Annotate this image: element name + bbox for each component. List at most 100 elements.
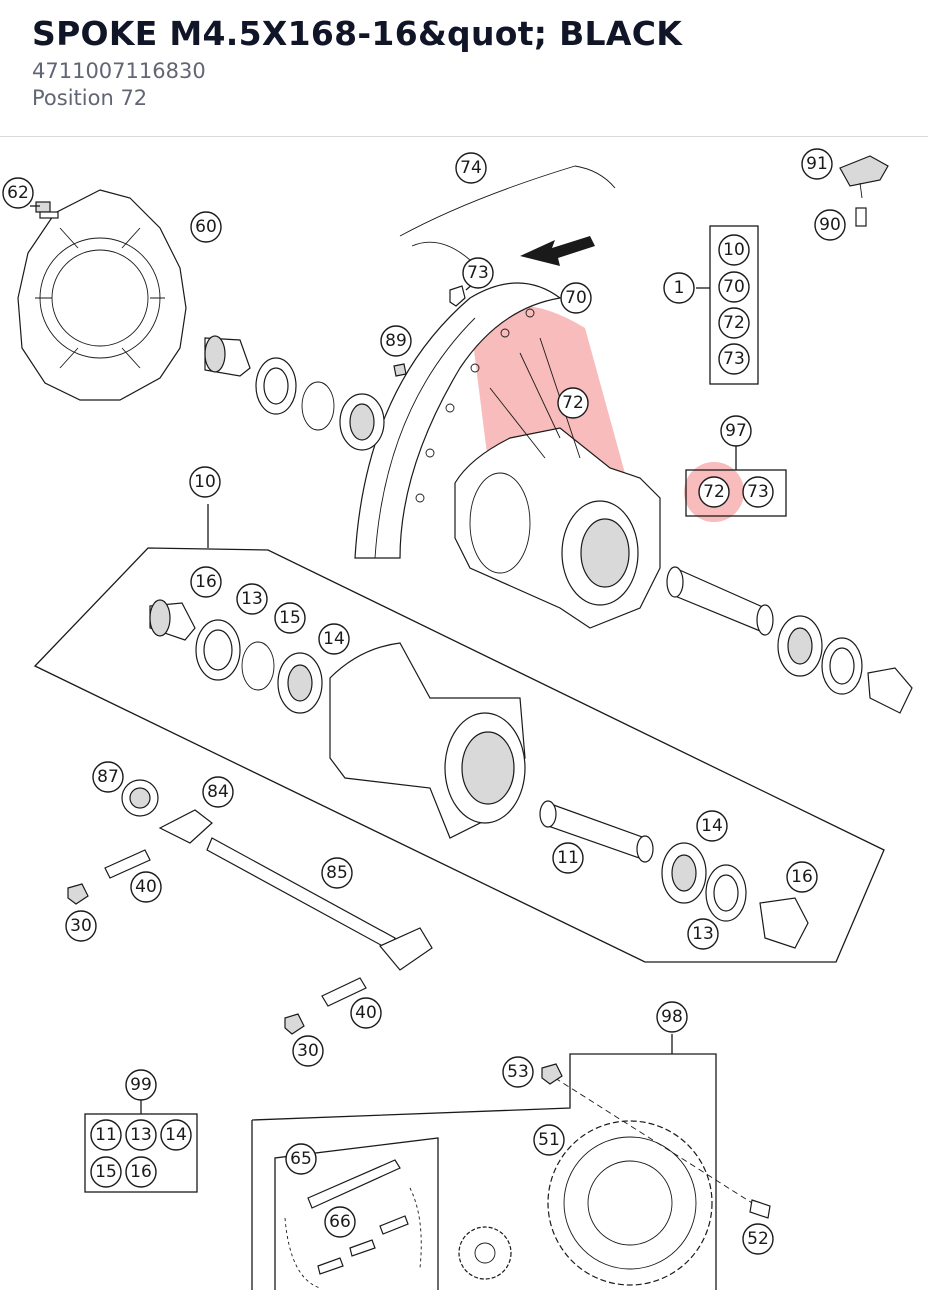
part-position: Position 72: [32, 86, 148, 110]
svg-text:72: 72: [562, 393, 584, 413]
valve-parts: [839, 155, 889, 227]
callout-66[interactable]: 66: [324, 1206, 356, 1238]
lower-hub-parts: [149, 599, 809, 949]
callout-99[interactable]: 99: [125, 1069, 157, 1101]
svg-text:90: 90: [819, 215, 841, 235]
svg-text:15: 15: [279, 608, 301, 628]
svg-text:99: 99: [130, 1075, 152, 1095]
svg-text:11: 11: [557, 848, 579, 868]
callout-53[interactable]: 53: [502, 1056, 534, 1088]
svg-text:60: 60: [195, 217, 217, 237]
svg-text:40: 40: [135, 877, 157, 897]
svg-text:98: 98: [661, 1007, 683, 1027]
callout-14-lower[interactable]: 14: [696, 810, 728, 842]
callout-30-lower[interactable]: 30: [292, 1035, 324, 1067]
callout-73[interactable]: 73: [462, 257, 494, 289]
svg-text:11: 11: [95, 1125, 117, 1145]
callout-kit-16[interactable]: 16: [125, 1156, 157, 1188]
callout-16-lower[interactable]: 16: [786, 861, 818, 893]
callout-30[interactable]: 30: [65, 910, 97, 942]
callout-97[interactable]: 97: [720, 415, 752, 447]
exploded-parts-diagram: 62 60 74 73 70 89 72 91 90 1 10 70 72 73…: [2, 148, 913, 1290]
chain: [284, 1159, 422, 1289]
callout-70[interactable]: 70: [560, 282, 592, 314]
callout-91[interactable]: 91: [801, 148, 833, 180]
callout-40[interactable]: 40: [130, 871, 162, 903]
svg-text:89: 89: [385, 331, 407, 351]
callout-box-72[interactable]: 72: [718, 307, 750, 339]
callout-98[interactable]: 98: [656, 1001, 688, 1033]
svg-text:14: 14: [323, 629, 345, 649]
callout-72-main[interactable]: 72: [557, 387, 589, 419]
svg-text:91: 91: [806, 154, 828, 174]
sprocket-kit-frame: [251, 1053, 717, 1290]
callout-84[interactable]: 84: [202, 776, 234, 808]
callout-box-70[interactable]: 70: [718, 271, 750, 303]
callout-87[interactable]: 87: [92, 761, 124, 793]
callout-89[interactable]: 89: [380, 325, 412, 357]
callout-65[interactable]: 65: [285, 1143, 317, 1175]
svg-text:72: 72: [723, 313, 745, 333]
callout-51[interactable]: 51: [533, 1124, 565, 1156]
callout-16[interactable]: 16: [190, 566, 222, 598]
svg-text:30: 30: [70, 916, 92, 936]
callout-1[interactable]: 1: [663, 272, 695, 304]
brake-disc: [17, 189, 187, 401]
svg-text:16: 16: [195, 572, 217, 592]
svg-text:66: 66: [329, 1212, 351, 1232]
svg-text:52: 52: [747, 1229, 769, 1249]
callout-40-lower[interactable]: 40: [350, 997, 382, 1029]
callout-13[interactable]: 13: [236, 583, 268, 615]
rotation-arrow: [520, 236, 595, 266]
callout-kit-73[interactable]: 73: [742, 476, 774, 508]
svg-text:84: 84: [207, 782, 229, 802]
svg-text:62: 62: [7, 183, 29, 203]
svg-text:85: 85: [326, 863, 348, 883]
part-title: SPOKE M4.5X168-16&quot; BLACK: [32, 14, 683, 53]
callout-box-10[interactable]: 10: [718, 234, 750, 266]
callout-85[interactable]: 85: [321, 857, 353, 889]
callout-74[interactable]: 74: [455, 152, 487, 184]
callout-10[interactable]: 10: [189, 466, 221, 498]
svg-text:13: 13: [692, 924, 714, 944]
svg-text:14: 14: [701, 816, 723, 836]
svg-text:16: 16: [130, 1162, 152, 1182]
part-header: SPOKE M4.5X168-16&quot; BLACK 4711007116…: [0, 0, 928, 137]
svg-text:72: 72: [703, 482, 725, 502]
callout-60[interactable]: 60: [190, 211, 222, 243]
callout-kit-13[interactable]: 13: [125, 1119, 157, 1151]
svg-text:87: 87: [97, 767, 119, 787]
callout-kit-72[interactable]: 72: [698, 476, 730, 508]
svg-text:10: 10: [723, 240, 745, 260]
upper-right-bearings: [777, 615, 913, 714]
callout-13-lower[interactable]: 13: [687, 918, 719, 950]
callout-box-73[interactable]: 73: [718, 343, 750, 375]
rear-sprocket: [547, 1120, 713, 1286]
svg-text:30: 30: [297, 1041, 319, 1061]
upper-spacer: [666, 566, 774, 636]
svg-text:13: 13: [130, 1125, 152, 1145]
disc-bolt: [35, 201, 59, 219]
callout-kit-14[interactable]: 14: [160, 1119, 192, 1151]
svg-text:73: 73: [467, 263, 489, 283]
svg-text:97: 97: [725, 421, 747, 441]
svg-text:40: 40: [355, 1003, 377, 1023]
callout-14[interactable]: 14: [318, 623, 350, 655]
svg-text:10: 10: [194, 472, 216, 492]
callout-kit-11[interactable]: 11: [90, 1119, 122, 1151]
callout-kit-15[interactable]: 15: [90, 1156, 122, 1188]
callout-15[interactable]: 15: [274, 602, 306, 634]
svg-text:74: 74: [460, 158, 482, 178]
svg-text:16: 16: [791, 867, 813, 887]
callout-62[interactable]: 62: [2, 177, 34, 209]
callout-11[interactable]: 11: [552, 842, 584, 874]
svg-text:73: 73: [747, 482, 769, 502]
callout-52[interactable]: 52: [742, 1223, 774, 1255]
axle-parts: [67, 779, 433, 1035]
svg-text:70: 70: [723, 277, 745, 297]
kit-box-1: [709, 225, 759, 385]
front-sprocket: [458, 1226, 512, 1280]
callout-90[interactable]: 90: [814, 209, 846, 241]
upper-left-bearings: [204, 335, 385, 451]
svg-text:1: 1: [674, 278, 685, 298]
